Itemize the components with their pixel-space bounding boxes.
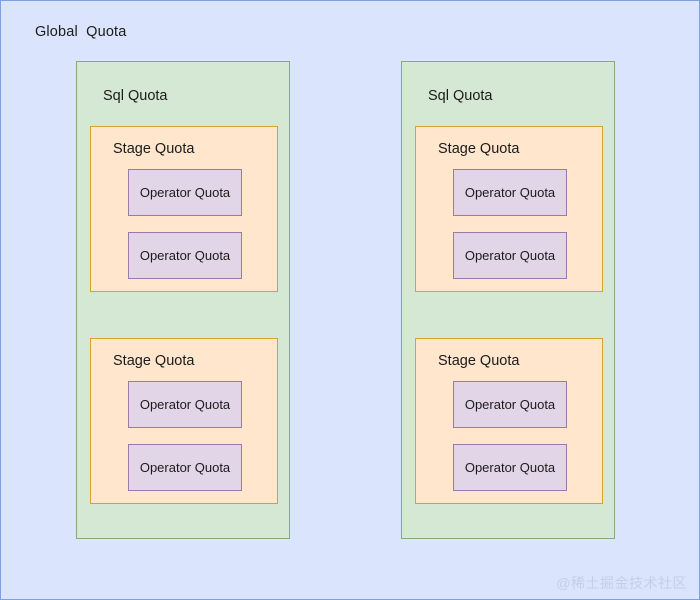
operator-quota-box: Operator Quota (453, 169, 567, 216)
operator-quota-label: Operator Quota (464, 397, 556, 412)
operator-quota-label: Operator Quota (139, 460, 231, 475)
stage-quota-container: Stage Quota Operator Quota Operator Quot… (90, 126, 278, 292)
operator-quota-box: Operator Quota (128, 232, 242, 279)
sql-quota-label: Sql Quota (428, 88, 493, 104)
operator-quota-box: Operator Quota (453, 232, 567, 279)
stage-quota-container: Stage Quota Operator Quota Operator Quot… (415, 126, 603, 292)
operator-quota-label: Operator Quota (139, 185, 231, 200)
stage-quota-label: Stage Quota (113, 141, 195, 157)
operator-quota-box: Operator Quota (453, 381, 567, 428)
stage-quota-container: Stage Quota Operator Quota Operator Quot… (90, 338, 278, 504)
operator-quota-box: Operator Quota (128, 444, 242, 491)
operator-quota-box: Operator Quota (128, 381, 242, 428)
stage-quota-container: Stage Quota Operator Quota Operator Quot… (415, 338, 603, 504)
operator-quota-label: Operator Quota (464, 460, 556, 475)
stage-quota-label: Stage Quota (438, 141, 520, 157)
operator-quota-label: Operator Quota (464, 248, 556, 263)
operator-quota-box: Operator Quota (128, 169, 242, 216)
sql-quota-container-left: Sql Quota Stage Quota Operator Quota Ope… (76, 61, 290, 539)
watermark-text: @稀土掘金技术社区 (556, 575, 687, 591)
operator-quota-box: Operator Quota (453, 444, 567, 491)
operator-quota-label: Operator Quota (139, 397, 231, 412)
sql-quota-label: Sql Quota (103, 88, 168, 104)
operator-quota-label: Operator Quota (464, 185, 556, 200)
stage-quota-label: Stage Quota (113, 353, 195, 369)
global-quota-label: Global Quota (35, 24, 127, 40)
sql-quota-container-right: Sql Quota Stage Quota Operator Quota Ope… (401, 61, 615, 539)
stage-quota-label: Stage Quota (438, 353, 520, 369)
operator-quota-label: Operator Quota (139, 248, 231, 263)
